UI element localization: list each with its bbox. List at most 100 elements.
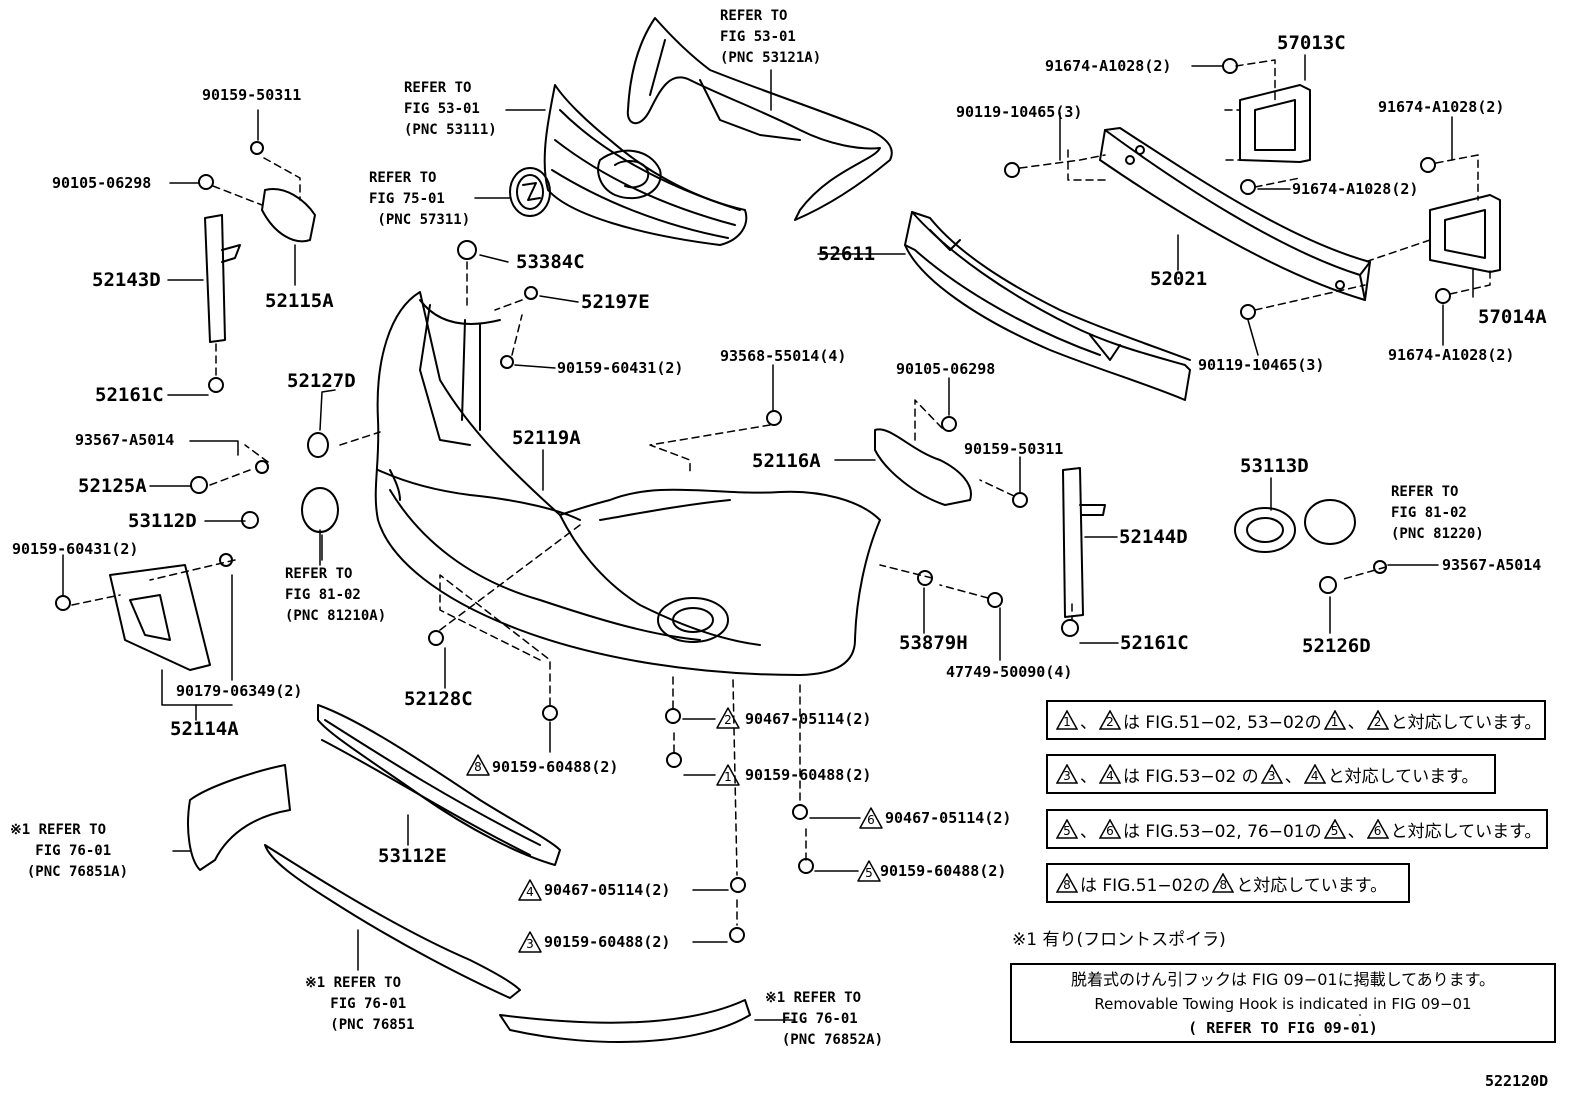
lower-grille [317,704,561,866]
triangle-icon: 2 [1366,710,1389,730]
part-52197e[interactable]: 52197E [581,291,650,313]
part-52125a[interactable]: 52125A [78,475,147,497]
part-90159-60431-left[interactable]: 90159-60431(2) [12,540,139,558]
triangle-icon: 4 [1099,764,1121,784]
fog-lamps [301,432,1356,553]
part-52021[interactable]: 52021 [1150,268,1208,290]
triangle-icon: 1 [1056,710,1078,730]
refer-53121a[interactable]: REFER TO FIG 53-01 (PNC 53121A) [720,8,822,66]
triangle-icon: 5 [1323,819,1346,839]
refer-76851a[interactable]: ※1 REFER TO FIG 76-01 (PNC 76851A) [10,822,129,880]
refer-53111[interactable]: REFER TO FIG 53-01 (PNC 53111) [404,80,497,138]
part-52115a[interactable]: 52115A [265,290,334,312]
part-52114a[interactable]: 52114A [170,718,239,740]
energy-absorber [904,211,1191,401]
towing-note-ref[interactable]: ( REFER TO FIG 09-01) [1188,1019,1378,1037]
part-90119-10465-bottom[interactable]: 90119-10465(3) [1198,356,1325,374]
marker-6: 6 [867,813,875,827]
part-90159-60488-1[interactable]: 90159-60488(2) [745,766,872,784]
part-90159-60488-8[interactable]: 90159-60488(2) [492,758,619,776]
note-box-1-2: 1 、 2 は FIG.51−02, 53−02の 1 、 2 と対応しています… [1046,700,1546,740]
part-90105-06298-right[interactable]: 90105-06298 [896,360,996,378]
part-52611[interactable]: 52611 [818,243,876,265]
marker-5: 5 [865,866,873,880]
figure-code: 522120D [1485,1072,1549,1090]
part-57013c[interactable]: 57013C [1277,32,1346,54]
part-90159-50311-right[interactable]: 90159-50311 [964,440,1064,458]
part-52119a[interactable]: 52119A [512,427,581,449]
part-47749-50090[interactable]: 47749-50090(4) [946,663,1073,681]
part-90119-10465-top[interactable]: 90119-10465(3) [956,103,1083,121]
note-box-5-6: 5 、 6 は FIG.53−02, 76−01の 5 、 6 と対応しています… [1046,809,1548,849]
triangle-icon: 6 [1099,819,1121,839]
towing-hook-note: 脱着式のけん引フックは FIG 09−01に掲載してあります。 Removabl… [1010,963,1556,1043]
marker-8: 8 [474,760,482,774]
part-91674-a1028-bottom[interactable]: 91674-A1028(2) [1388,346,1515,364]
side-retainers [204,188,1106,618]
part-90159-60488-3[interactable]: 90159-60488(2) [544,933,671,951]
refer-57311[interactable]: REFER TO FIG 75-01 (PNC 57311) [369,170,471,228]
triangle-icon: 5 [1056,819,1078,839]
marker-4: 4 [526,885,534,899]
part-93567-a5014-left[interactable]: 93567-A5014 [75,431,175,449]
part-93568-55014[interactable]: 93568-55014(4) [720,347,847,365]
part-53879h[interactable]: 53879H [899,632,968,654]
triangle-icon: 6 [1366,819,1389,839]
part-90179-06349[interactable]: 90179-06349(2) [176,682,303,700]
part-90105-06298-left[interactable]: 90105-06298 [52,174,152,192]
bumper-cover [374,291,881,676]
part-52128c[interactable]: 52128C [404,688,473,710]
part-52161c-right[interactable]: 52161C [1120,632,1189,654]
part-90159-60488-5[interactable]: 90159-60488(2) [880,862,1007,880]
part-53112d[interactable]: 53112D [128,510,197,532]
license-bracket [109,564,211,671]
part-90467-05114-4[interactable]: 90467-05114(2) [544,881,671,899]
part-93567-a5014-right[interactable]: 93567-A5014 [1442,556,1542,574]
refer-76852a[interactable]: ※1 REFER TO FIG 76-01 (PNC 76852A) [765,990,884,1048]
upper-grille [543,84,748,246]
part-52116a[interactable]: 52116A [752,450,821,472]
part-90467-05114-6[interactable]: 90467-05114(2) [885,809,1012,827]
part-53384c[interactable]: 53384C [516,251,585,273]
triangle-icon: 8 [1212,873,1235,893]
marker-1: 1 [724,770,732,784]
triangle-icon: 4 [1303,764,1326,784]
marker-3: 3 [526,937,534,951]
towing-note-jp: 脱着式のけん引フックは FIG 09−01に掲載してあります。 [1070,970,1496,989]
triangle-icon: 3 [1260,764,1283,784]
note-box-8: 8 は FIG.51−02の 8 と対応しています。 [1046,863,1410,903]
part-52161c-left[interactable]: 52161C [95,384,164,406]
part-91674-a1028-middle[interactable]: 91674-A1028(2) [1292,180,1419,198]
marker-triangles [466,707,883,953]
part-91674-a1028-top-left[interactable]: 91674-A1028(2) [1045,57,1172,75]
part-91674-a1028-top-right[interactable]: 91674-A1028(2) [1378,98,1505,116]
spoiler-note: ※1 有り(フロントスポイラ) [1012,930,1226,950]
part-53112e[interactable]: 53112E [378,845,447,867]
triangle-icon: 3 [1056,764,1078,784]
refer-81220[interactable]: REFER TO FIG 81-02 (PNC 81220) [1391,484,1484,542]
triangle-icon: 2 [1099,710,1121,730]
marker-2: 2 [724,713,732,727]
refer-81210a[interactable]: REFER TO FIG 81-02 (PNC 81210A) [285,566,387,624]
refer-76851[interactable]: ※1 REFER TO FIG 76-01 (PNC 76851 [305,975,415,1033]
bumper-reinforcement [1099,127,1371,301]
spoilers [187,764,751,1043]
part-90159-60431-center[interactable]: 90159-60431(2) [557,359,684,377]
emblem [509,167,551,217]
part-90467-05114-2[interactable]: 90467-05114(2) [745,710,872,728]
note-box-3-4: 3 、 4 は FIG.53−02 の 3 、 4 と対応しています。 [1046,754,1496,794]
part-52143d[interactable]: 52143D [92,269,161,291]
dashed-lines [71,59,1491,926]
part-53113d[interactable]: 53113D [1240,455,1309,477]
part-57014a[interactable]: 57014A [1478,306,1547,328]
triangle-icon: 1 [1323,710,1346,730]
towing-note-en: Removable Towing Hook is indicated in FI… [1094,995,1472,1013]
part-52126d[interactable]: 52126D [1302,635,1371,657]
part-52127d[interactable]: 52127D [287,370,356,392]
leader-lines [62,54,1474,1021]
part-52144d[interactable]: 52144D [1119,526,1188,548]
triangle-icon: 8 [1056,873,1078,893]
part-90159-50311-left[interactable]: 90159-50311 [202,86,302,104]
